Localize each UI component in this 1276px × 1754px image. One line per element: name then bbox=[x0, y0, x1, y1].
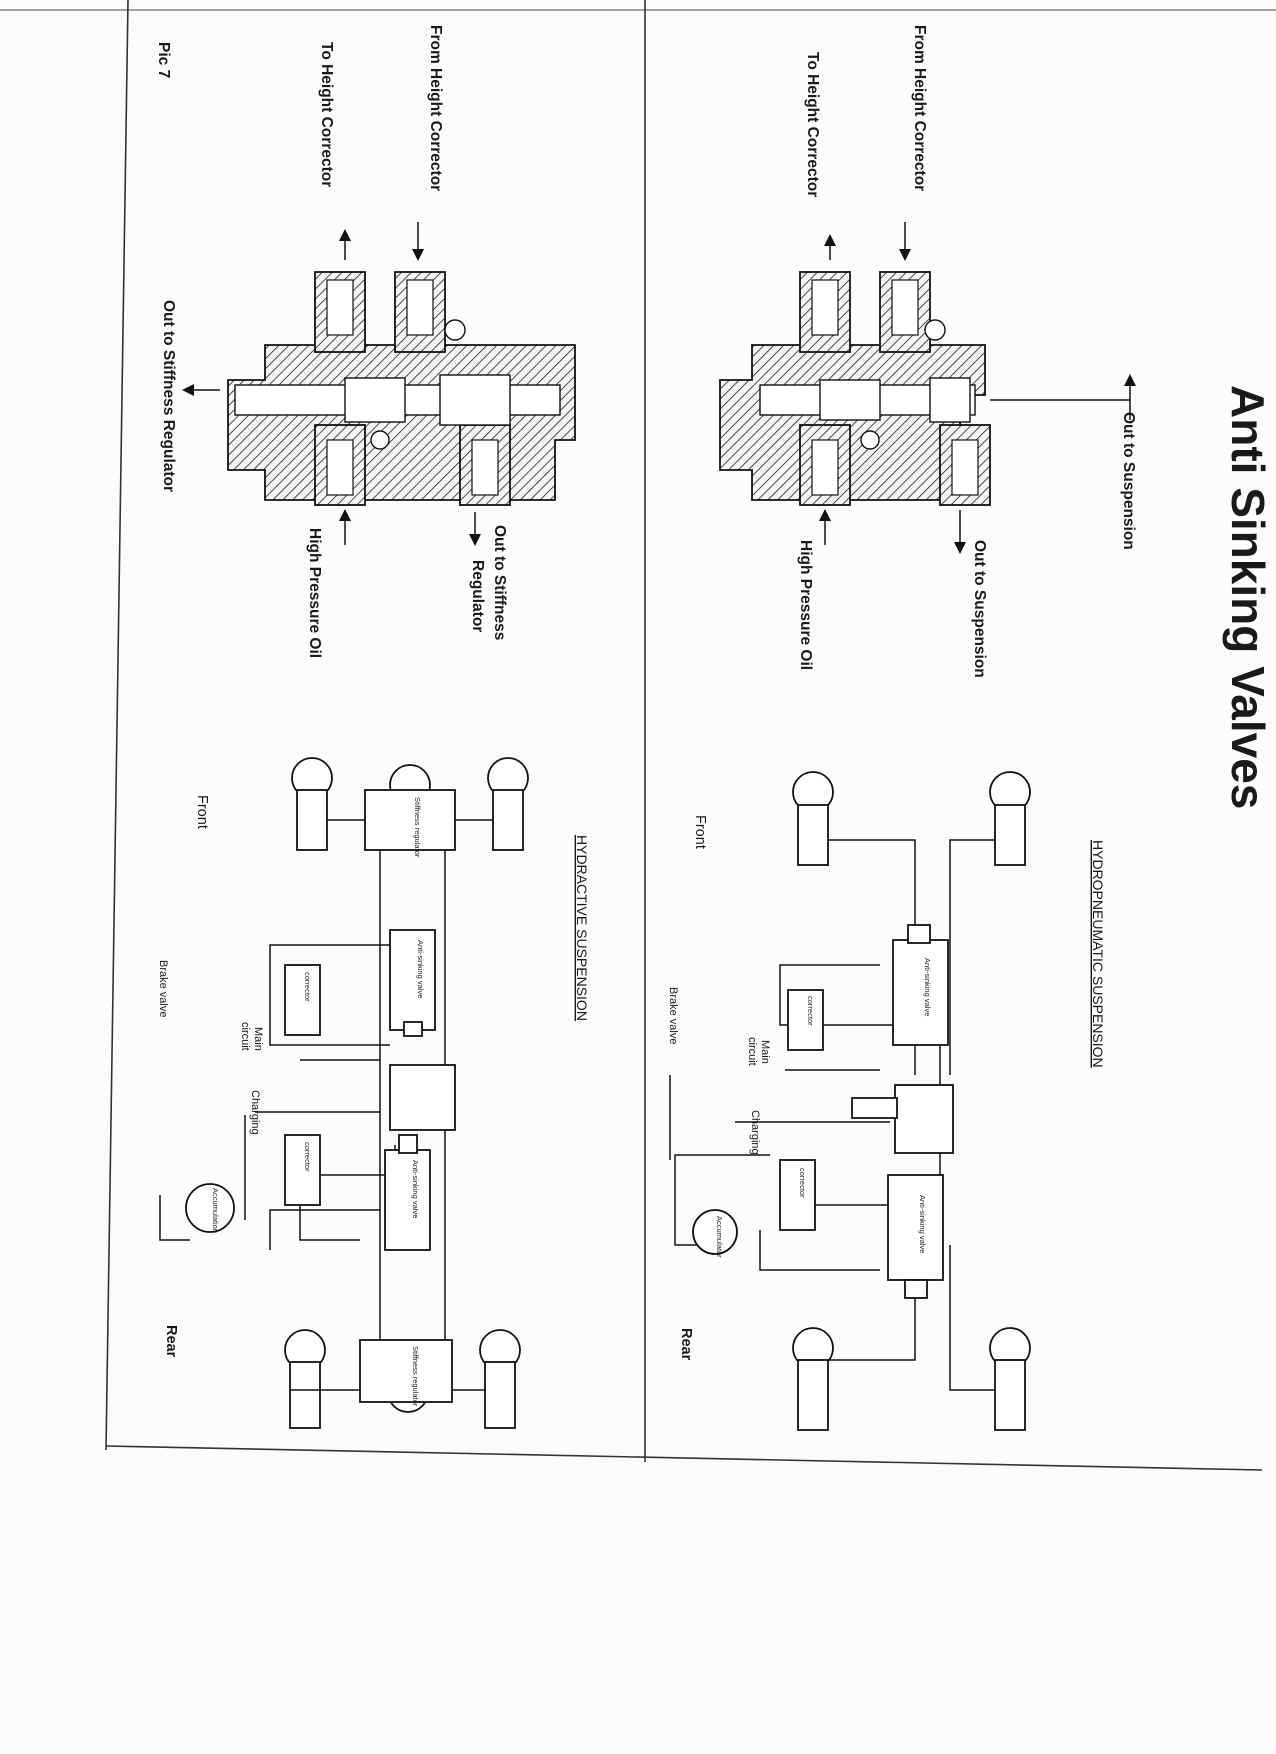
hp-rear-left-wheel bbox=[792, 1327, 834, 1431]
top-to-height-corrector-label: To Height Corrector bbox=[804, 52, 821, 197]
hp-front-label: Front bbox=[692, 815, 708, 849]
ha-anti-sinking-valve-rear bbox=[384, 1149, 431, 1251]
ha-accumulator bbox=[185, 1183, 235, 1233]
hp-front-right-wheel bbox=[989, 771, 1031, 866]
bottom-high-pressure-oil-label: High Pressure Oil bbox=[306, 528, 323, 658]
hp-anti-sinking-front-label: Anti-sinking valve bbox=[923, 958, 932, 1016]
page-title: Anti Sinking Valves bbox=[1222, 385, 1274, 809]
ha-anti-sinking-front-label: Anti-sinking valve bbox=[416, 940, 425, 998]
ha-front-right-wheel bbox=[487, 757, 529, 851]
hp-main-circuit-line2: circuit bbox=[746, 1037, 758, 1066]
ha-rear-right-wheel bbox=[479, 1329, 521, 1429]
hp-corrector-front bbox=[787, 989, 824, 1051]
ha-accumulator-label: Accumulation bbox=[211, 1188, 220, 1233]
hp-rear-label: Rear bbox=[678, 1328, 694, 1361]
bottom-out-to-stiffness-line1: Out to Stiffness bbox=[491, 525, 508, 640]
hp-corrector-front-label: corrector bbox=[806, 996, 815, 1026]
ha-main-circuit-line2: circuit bbox=[239, 1022, 251, 1051]
ha-rear-left-wheel bbox=[284, 1329, 326, 1429]
top-out-to-suspension-side-label: Out to Suspension bbox=[971, 540, 988, 678]
hp-heading: HYDROPNEUMATIC SUSPENSION bbox=[1090, 840, 1106, 1068]
pic-label: Pic 7 bbox=[155, 42, 172, 78]
hp-accumulator bbox=[692, 1209, 738, 1255]
ha-anti-sinking-rear-label: Anti-sinking valve bbox=[411, 1160, 420, 1218]
hp-distribution-block bbox=[894, 1084, 954, 1154]
hydropneumatic-circuit bbox=[669, 771, 1031, 1431]
ha-front-label: Front bbox=[194, 795, 210, 829]
ha-corrector-rear bbox=[284, 1134, 321, 1206]
hp-accumulator-label: Accumulator bbox=[715, 1216, 724, 1258]
ha-distribution-block bbox=[389, 1064, 456, 1131]
top-high-pressure-oil-label: High Pressure Oil bbox=[797, 540, 814, 670]
hp-brake-valve-label: Brake valve bbox=[667, 987, 679, 1044]
hp-front-left-wheel bbox=[792, 771, 834, 866]
hp-anti-sinking-valve-front bbox=[892, 939, 949, 1046]
top-valve-cross-section bbox=[719, 222, 1136, 554]
ha-heading: HYDRACTIVE SUSPENSION bbox=[574, 835, 590, 1021]
ha-corrector-front-label: corrector bbox=[303, 972, 312, 1002]
hp-corrector-rear-label: corrector bbox=[798, 1168, 807, 1198]
ha-stiffness-regulator-rear bbox=[359, 1339, 453, 1403]
bottom-valve-cross-section bbox=[182, 222, 576, 546]
bottom-out-to-stiffness-line2: Regulator bbox=[469, 560, 486, 632]
ha-stiffness-regulator-front-label: Stiffness regulator bbox=[413, 797, 422, 858]
ha-charging-label: Charging bbox=[249, 1090, 261, 1135]
ha-main-circuit-line1: Main bbox=[252, 1027, 264, 1051]
bottom-out-to-stiffness-regulator-label: Out to Stiffness Regulator bbox=[160, 300, 177, 492]
ha-brake-valve-label: Brake valve bbox=[157, 960, 169, 1017]
bottom-to-height-corrector-label: To Height Corrector bbox=[318, 42, 335, 187]
hydractive-circuit bbox=[159, 757, 529, 1429]
ha-anti-sinking-valve-front bbox=[389, 929, 436, 1031]
bottom-from-height-corrector-label: From Height Corrector bbox=[427, 25, 444, 191]
ha-stiffness-regulator-rear-label: Stiffness regulator bbox=[411, 1346, 420, 1407]
hp-anti-sinking-valve-rear bbox=[887, 1174, 944, 1281]
hp-corrector-rear bbox=[779, 1159, 816, 1231]
frame-left-line bbox=[105, 0, 129, 1451]
top-from-height-corrector-label: From Height Corrector bbox=[911, 25, 928, 191]
ha-corrector-rear-label: corrector bbox=[303, 1142, 312, 1172]
frame-bottom-line bbox=[105, 1445, 1263, 1471]
top-out-to-suspension-upper-label: Out to Suspension bbox=[1120, 412, 1137, 550]
ha-corrector-front bbox=[284, 964, 321, 1036]
hp-charging-label: Charging bbox=[749, 1110, 761, 1155]
ha-front-left-wheel bbox=[291, 757, 333, 851]
hp-rear-right-wheel bbox=[989, 1327, 1031, 1431]
hp-main-circuit-line1: Main bbox=[759, 1040, 771, 1064]
ha-rear-label: Rear bbox=[163, 1325, 179, 1358]
ha-stiffness-regulator-front bbox=[364, 789, 456, 851]
hp-anti-sinking-rear-label: Anti-sinking valve bbox=[918, 1195, 927, 1253]
